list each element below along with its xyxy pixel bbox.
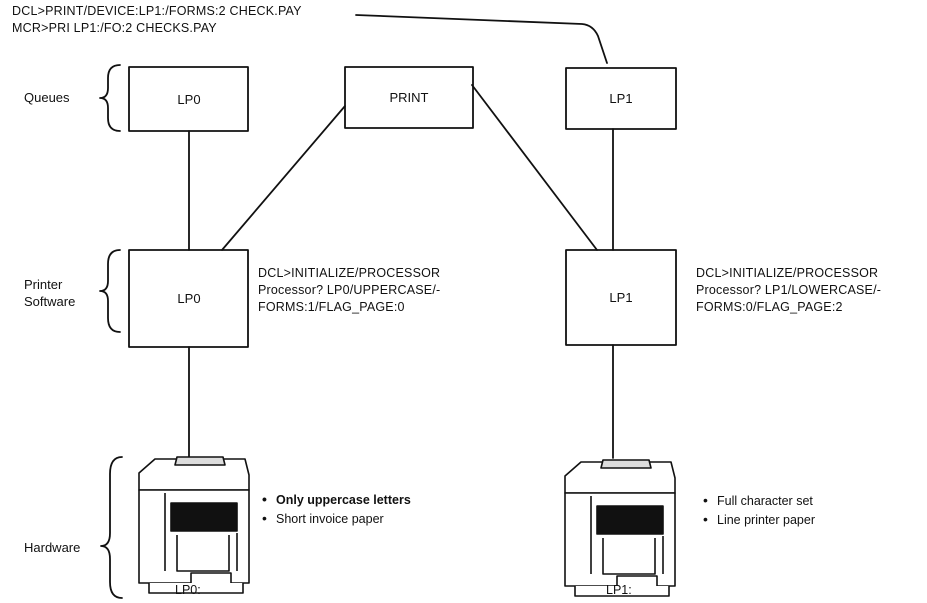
line-printer-icon: [564, 459, 676, 597]
processor-lp1-label: LP1: [609, 290, 632, 305]
list-item: Line printer paper: [703, 510, 815, 529]
processor-lp0-label: LP0: [177, 291, 200, 306]
software-brace-icon: [99, 249, 121, 333]
print-to-lp0-processor-line: [221, 105, 346, 251]
lp1-device-label: LP1:: [606, 583, 632, 597]
queue-box-print: [344, 66, 474, 129]
lp0-init-command-line3: FORMS:1/FLAG_PAGE:0: [258, 300, 405, 314]
processor-box-lp0: [128, 249, 249, 348]
tier-hardware-label: Hardware: [24, 540, 81, 555]
queues-brace-icon: [99, 64, 121, 132]
lp0-feature-list: Only uppercase letters Short invoice pap…: [262, 490, 411, 528]
mcr-print-command: MCR>PRI LP1:/FO:2 CHECKS.PAY: [12, 21, 217, 35]
tier-queues-label: Queues: [24, 90, 70, 105]
line-printer-icon: [138, 456, 250, 594]
queue-box-lp0: [128, 66, 249, 132]
lp1-init-command-line3: FORMS:0/FLAG_PAGE:2: [696, 300, 843, 314]
queue-lp0-label: LP0: [177, 92, 200, 107]
lp1-init-command-line1: DCL>INITIALIZE/PROCESSOR: [696, 266, 879, 280]
list-item: Short invoice paper: [262, 509, 411, 528]
dcl-print-command: DCL>PRINT/DEVICE:LP1:/FORMS:2 CHECK.PAY: [12, 4, 302, 18]
command-pointer-line: [355, 14, 608, 64]
lp0-init-command-line1: DCL>INITIALIZE/PROCESSOR: [258, 266, 441, 280]
tier-software-label-line2: Software: [24, 294, 76, 309]
queue-print-label: PRINT: [390, 90, 429, 105]
lp1-init-command-line2: Processor? LP1/LOWERCASE/-: [696, 283, 882, 297]
hardware-brace-icon: [100, 456, 123, 599]
queue-box-lp1: [565, 67, 677, 130]
tier-software-label-line1: Printer: [24, 277, 63, 292]
processor-box-lp1: [565, 249, 677, 346]
queue-lp1-label: LP1: [609, 91, 632, 106]
lp0-init-command-line2: Processor? LP0/UPPERCASE/-: [258, 283, 441, 297]
lp0-device-label: LP0:: [175, 583, 201, 597]
lp1-feature-list: Full character set Line printer paper: [703, 491, 815, 529]
print-to-lp1-processor-line: [471, 84, 598, 251]
list-item: Full character set: [703, 491, 815, 510]
list-item: Only uppercase letters: [262, 490, 411, 509]
